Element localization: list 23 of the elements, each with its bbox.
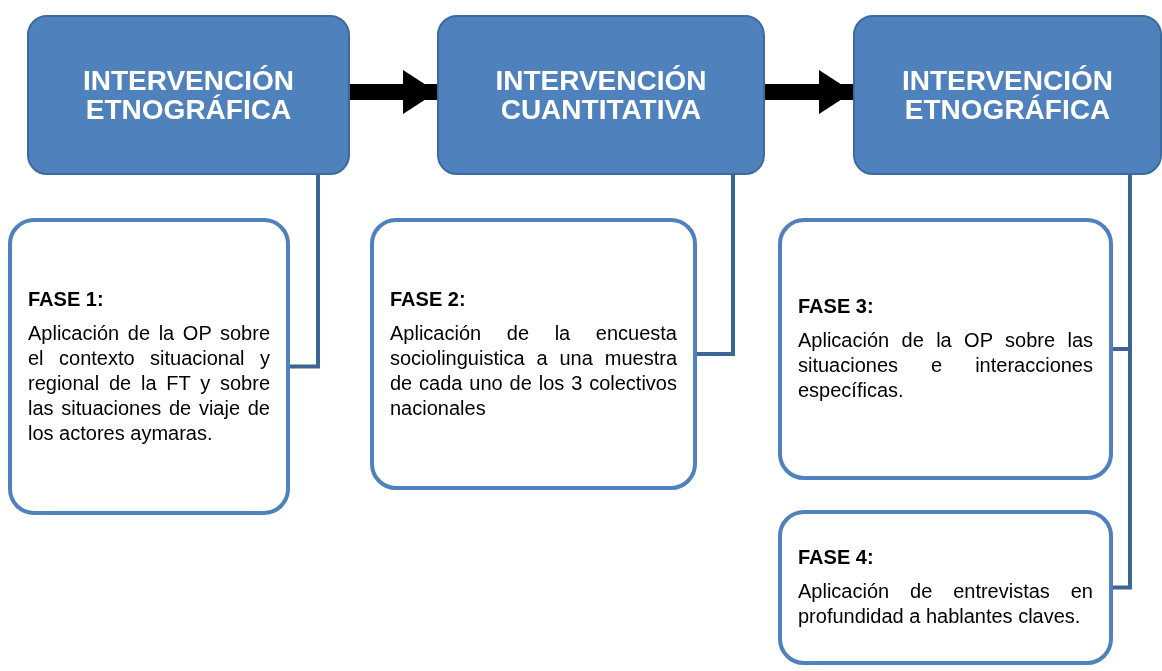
phase-description: Aplicación de la encuesta sociolinguistica a una muestra de cada uno de los 3 colectivos nacionales	[390, 320, 677, 421]
phase-description: Aplicación de entrevistas en profundidad a hablantes claves.	[798, 579, 1093, 629]
phase-card	[370, 218, 697, 490]
phase-heading: FASE 2:	[390, 287, 467, 311]
phase-heading: FASE 1:	[28, 287, 105, 311]
phase-description: Aplicación de la OP sobre el contexto situacional y regional de la FT y sobre las situaciones de viaje de los actores aymaras.	[28, 320, 270, 446]
phase-card	[778, 510, 1113, 665]
phase-card	[8, 218, 290, 515]
phase-heading: FASE 4:	[798, 546, 875, 569]
header-title: INTERVENCIÓN ETNOGRÁFICA	[900, 65, 1115, 125]
connector-line	[697, 175, 735, 356]
block-arrow	[350, 70, 437, 114]
phase-heading: FASE 3:	[798, 295, 875, 318]
block-arrow	[765, 70, 853, 114]
header-title: INTERVENCIÓN CUANTITATIVA	[494, 65, 708, 125]
phase-description: Aplicación de la OP sobre las situaciones e interacciones específicas.	[798, 328, 1093, 403]
phase-header-box	[27, 15, 350, 175]
header-title: INTERVENCIÓN ETNOGRÁFICA	[81, 65, 296, 125]
phase-header-box	[853, 15, 1162, 175]
connector-line	[290, 175, 320, 369]
phase-header-box	[437, 15, 765, 175]
phase-card	[778, 218, 1113, 480]
connector-line	[1113, 175, 1132, 590]
